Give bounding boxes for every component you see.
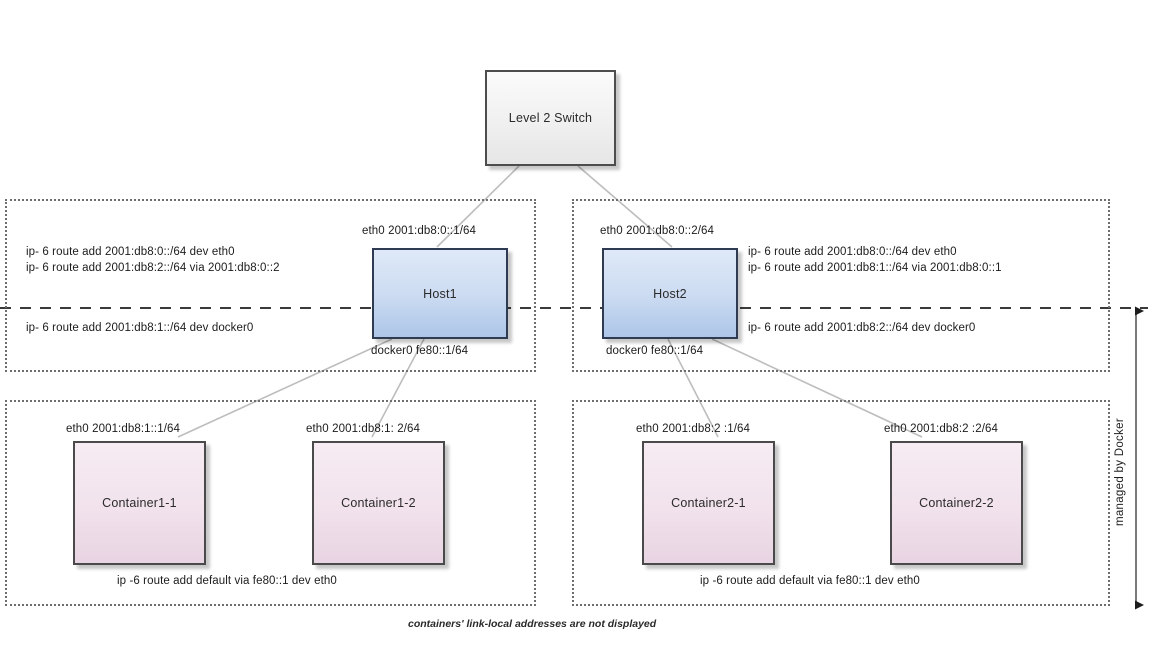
host1-route-docker0: ip- 6 route add 2001:db8:1::/64 dev dock… <box>26 322 254 334</box>
diagram-caption: containers' link-local addresses are not… <box>408 618 657 630</box>
host1-route-remote-subnet: ip- 6 route add 2001:db8:2::/64 via 2001… <box>26 262 280 274</box>
node-label: Level 2 Switch <box>508 111 593 125</box>
node-level2-switch[interactable]: Level 2 Switch <box>485 70 616 166</box>
managed-by-docker-label: managed by Docker <box>1114 418 1126 527</box>
host2-docker0-label: docker0 fe80::1/64 <box>606 345 704 357</box>
host2-eth0-label: eth0 2001:db8:0::2/64 <box>600 225 715 237</box>
container1-1-eth0-label: eth0 2001:db8:1::1/64 <box>66 423 181 435</box>
node-label: Host2 <box>653 286 687 301</box>
node-container2-2[interactable]: Container2-2 <box>890 441 1023 565</box>
host1-route-eth0: ip- 6 route add 2001:db8:0::/64 dev eth0 <box>26 246 235 258</box>
node-container2-1[interactable]: Container2-1 <box>642 441 775 565</box>
host2-route-docker0: ip- 6 route add 2001:db8:2::/64 dev dock… <box>748 322 976 334</box>
container2-1-eth0-label: eth0 2001:db8:2 :1/64 <box>636 423 751 435</box>
node-host1[interactable]: Host1 <box>372 248 508 339</box>
container-group-1-default-route: ip -6 route add default via fe80::1 dev … <box>117 575 337 587</box>
host2-group-frame <box>572 199 1110 372</box>
node-label: Host1 <box>423 286 457 301</box>
node-label: Container2-1 <box>671 496 746 510</box>
container-group-2-frame <box>572 400 1110 606</box>
container1-2-eth0-label: eth0 2001:db8:1: 2/64 <box>306 423 421 435</box>
container-group-1-frame <box>5 400 536 606</box>
node-host2[interactable]: Host2 <box>602 248 738 339</box>
host1-eth0-label: eth0 2001:db8:0::1/64 <box>362 225 477 237</box>
node-label: Container1-1 <box>102 496 177 510</box>
host1-group-frame <box>5 199 536 372</box>
container-group-2-default-route: ip -6 route add default via fe80::1 dev … <box>700 575 920 587</box>
host1-docker0-label: docker0 fe80::1/64 <box>371 345 469 357</box>
node-container1-2[interactable]: Container1-2 <box>312 441 445 565</box>
node-label: Container1-2 <box>341 496 416 510</box>
host2-route-eth0: ip- 6 route add 2001:db8:0::/64 dev eth0 <box>748 246 957 258</box>
node-label: Container2-2 <box>919 496 994 510</box>
host2-route-remote-subnet: ip- 6 route add 2001:db8:1::/64 via 2001… <box>748 262 1002 274</box>
node-container1-1[interactable]: Container1-1 <box>73 441 206 565</box>
container2-2-eth0-label: eth0 2001:db8:2 :2/64 <box>884 423 999 435</box>
